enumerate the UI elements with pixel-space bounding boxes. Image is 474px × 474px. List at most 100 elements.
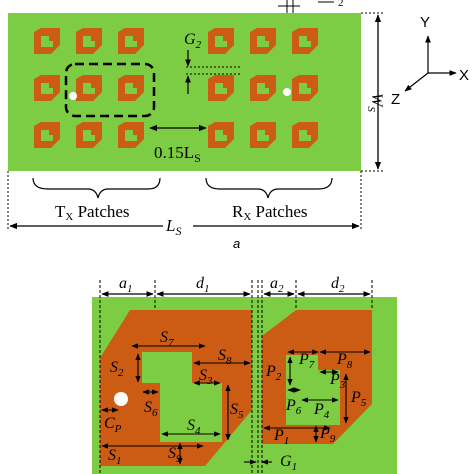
- label-p5: P: [350, 389, 361, 406]
- svg-text:P5: P5: [350, 389, 367, 409]
- label-p1-sub: 1: [284, 435, 290, 447]
- svg-text:0.15LS: 0.15LS: [154, 143, 201, 165]
- ls-label: L: [165, 216, 175, 235]
- spacing-dimension: 0.15LS: [149, 124, 207, 165]
- svg-text:S3: S3: [199, 367, 213, 387]
- label-p4: P: [313, 401, 324, 418]
- g2-dimension: G2: [184, 31, 240, 94]
- ls-sub: S: [175, 224, 181, 238]
- ws-dimension: WS: [361, 12, 385, 172]
- svg-text:P6: P6: [285, 397, 302, 417]
- label-s6-sub: 6: [152, 407, 158, 419]
- axis-x-label: X: [459, 67, 469, 84]
- label-s3: S: [199, 367, 207, 384]
- label-p4-sub: 4: [324, 409, 330, 421]
- label-s9: S: [168, 445, 176, 462]
- selected-subarray-outline: [64, 62, 156, 118]
- svg-text:P8: P8: [336, 351, 353, 371]
- g2-sub: 2: [196, 39, 202, 51]
- svg-text:S6: S6: [144, 399, 158, 419]
- svg-text:RX Patches: RX Patches: [232, 202, 307, 223]
- svg-text:S5: S5: [230, 401, 244, 421]
- svg-text:S8: S8: [218, 347, 232, 367]
- label-p6-sub: 6: [296, 405, 302, 417]
- label-s3-sub: 3: [206, 375, 213, 387]
- label-s2: S: [110, 359, 118, 376]
- label-s6: S: [144, 399, 152, 416]
- feed-line-fragment: 2: [278, 0, 344, 13]
- axis-z-label: Z: [391, 91, 400, 108]
- a1-label: a: [119, 275, 127, 292]
- a1-sub: 1: [127, 283, 133, 295]
- tx-unit-patch: [100, 310, 252, 466]
- unit-cell-labels: S7 S8 S2 S3 S6 S5 S4 S1 S9 CP P7 P8 P2 P…: [104, 329, 367, 473]
- svg-text:S9: S9: [168, 445, 182, 465]
- axis-y-label: Y: [420, 14, 430, 31]
- bottom-figure: a1 d1 a2 d2: [92, 275, 397, 474]
- svg-text:S4: S4: [187, 417, 201, 437]
- label-p5-sub: 5: [361, 397, 367, 409]
- label-p2: P: [265, 363, 276, 380]
- svg-text:a2: a2: [270, 275, 284, 295]
- svg-text:P7: P7: [298, 351, 315, 371]
- svg-text:S1: S1: [108, 447, 122, 467]
- svg-text:d1: d1: [196, 275, 210, 295]
- svg-text:S2: S2: [110, 359, 124, 379]
- tx-rest: Patches: [73, 202, 129, 221]
- label-s5: S: [230, 401, 238, 418]
- spacing-sub: S: [194, 151, 201, 165]
- tx-patches: [34, 28, 144, 148]
- label-p6: P: [285, 397, 296, 414]
- label-cp-sub: P: [114, 423, 122, 435]
- label-s5-sub: 5: [238, 409, 244, 421]
- d2-sub: 2: [339, 283, 345, 295]
- label-p8: P: [336, 351, 347, 368]
- rx-patches: [208, 28, 318, 148]
- spacing-label: 0.15L: [154, 143, 194, 162]
- corner-sub: 2: [338, 0, 344, 9]
- label-s1-sub: 1: [116, 455, 122, 467]
- tx-sub: X: [65, 211, 73, 223]
- d1-sub: 1: [204, 283, 210, 295]
- rx-rest: Patches: [251, 202, 307, 221]
- label-s4-sub: 4: [195, 425, 201, 437]
- label-p3: P: [329, 371, 340, 388]
- svg-text:P3: P3: [329, 371, 346, 391]
- label-s8-sub: 8: [226, 355, 232, 367]
- coordinate-axes: Y X Z: [391, 14, 469, 108]
- a2-sub: 2: [278, 283, 284, 295]
- label-p7-sub: 7: [309, 359, 315, 371]
- tx-feed-point: [69, 92, 77, 100]
- label-p9: P: [319, 425, 330, 442]
- svg-text:WS: WS: [365, 93, 385, 112]
- svg-text:d2: d2: [331, 275, 345, 295]
- caption-a: a: [233, 236, 240, 251]
- d2-label: d: [331, 275, 340, 292]
- a2-label: a: [270, 275, 278, 292]
- ws-sub: S: [365, 106, 377, 112]
- rx-sub: X: [243, 211, 251, 223]
- svg-text:LS: LS: [165, 216, 181, 238]
- svg-text:TX Patches: TX Patches: [55, 202, 130, 223]
- label-s8: S: [218, 347, 226, 364]
- d1-label: d: [196, 275, 205, 292]
- svg-text:P1: P1: [273, 427, 289, 447]
- label-p3-sub: 3: [339, 379, 346, 391]
- label-s9-sub: 9: [176, 453, 182, 465]
- rx-feed-point: [283, 88, 291, 96]
- svg-text:P2: P2: [265, 363, 282, 383]
- g2-label: G: [184, 31, 196, 48]
- svg-text:CP: CP: [104, 415, 122, 435]
- label-p1: P: [273, 427, 284, 444]
- top-figure: G2 0.15LS 2 WS LS: [7, 0, 385, 251]
- ls-dimension: LS: [7, 171, 362, 238]
- label-p8-sub: 8: [347, 359, 353, 371]
- tx-label: T: [55, 202, 66, 221]
- svg-text:P4: P4: [313, 401, 330, 421]
- rx-label: R: [232, 202, 244, 221]
- label-p2-sub: 2: [276, 371, 282, 383]
- label-s2-sub: 2: [118, 367, 124, 379]
- rx-brace: RX Patches: [205, 177, 333, 223]
- ws-label: W: [368, 93, 385, 108]
- label-s4: S: [187, 417, 195, 434]
